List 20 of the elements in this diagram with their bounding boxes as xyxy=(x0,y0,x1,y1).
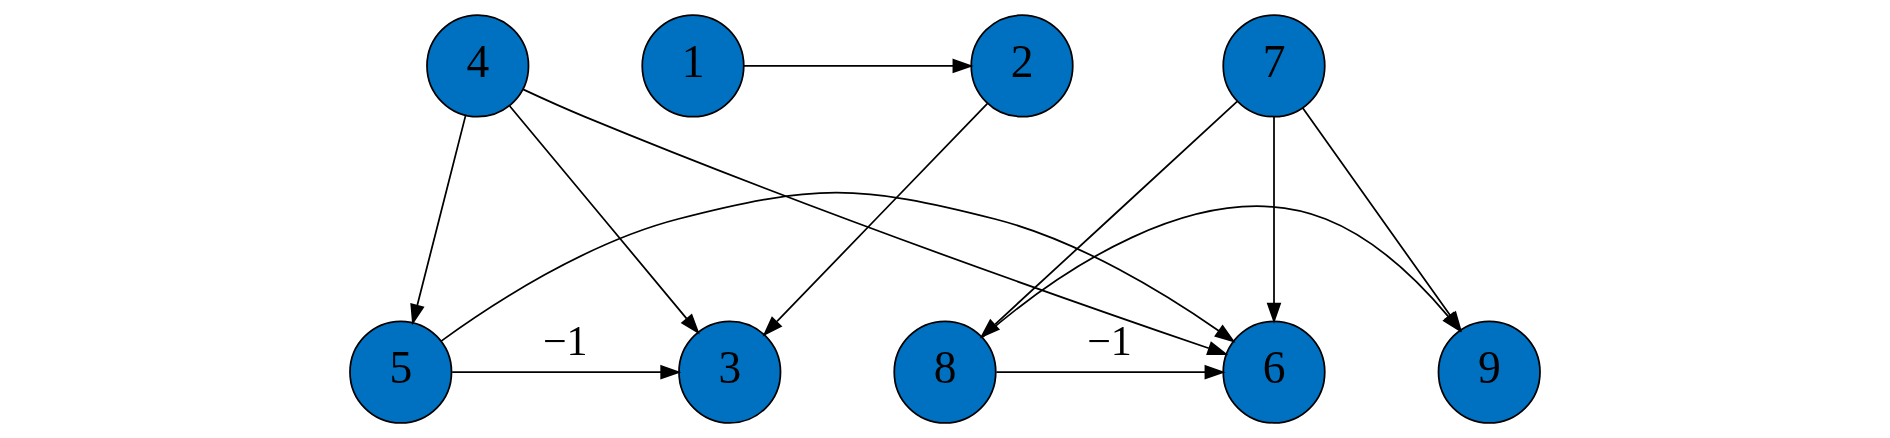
node-circle: 4 xyxy=(426,14,530,118)
node-circle: 6 xyxy=(1222,320,1326,424)
edge-label: −1 xyxy=(542,317,588,364)
arrow xyxy=(522,88,1229,356)
node-circle: 2 xyxy=(970,14,1074,118)
edge-label: −1 xyxy=(1087,317,1132,364)
node-circle: 9 xyxy=(1437,320,1541,424)
arrow xyxy=(995,364,1226,380)
node-circle: 7 xyxy=(1222,14,1326,118)
arrow xyxy=(1266,116,1282,324)
arrow xyxy=(762,102,989,337)
arrow xyxy=(410,114,467,326)
arrow xyxy=(508,105,700,335)
node-circle: 5 xyxy=(349,320,453,424)
arrow xyxy=(440,191,1236,343)
node-circle: 3 xyxy=(678,320,782,424)
arrow xyxy=(451,364,682,380)
node-circle: 1 xyxy=(641,14,745,118)
node-circle: 8 xyxy=(893,320,997,424)
arrow xyxy=(742,58,974,74)
